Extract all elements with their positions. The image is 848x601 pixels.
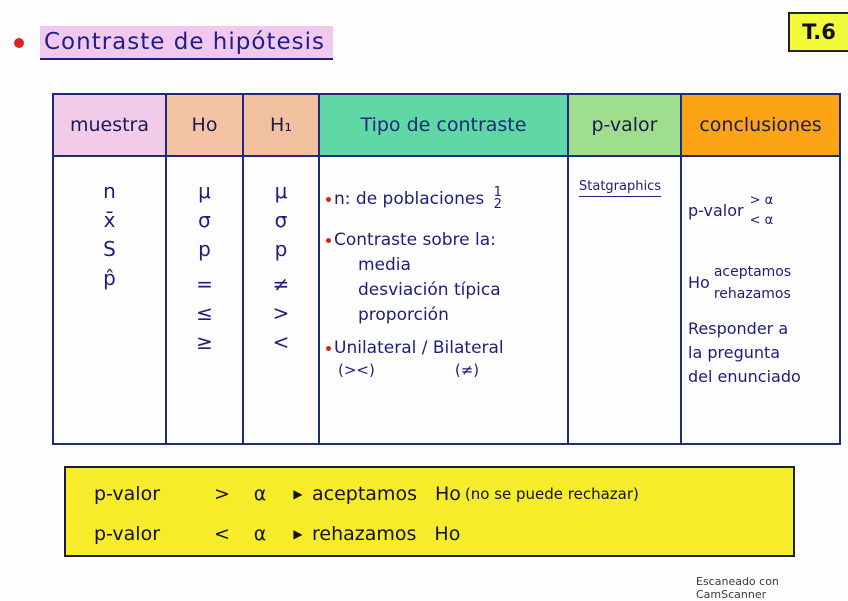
p-valor-cell: Statgraphics xyxy=(567,155,682,445)
page-title: Contraste de hipótesis xyxy=(40,26,333,60)
bullet-icon xyxy=(326,197,331,202)
header-muestra: muestra xyxy=(52,93,167,157)
lateralidad-signs: (><) (≠) xyxy=(338,361,480,379)
rule-row-accept: p-valor > α ▶ aceptamos Ho (no se puede … xyxy=(94,483,639,505)
param-p: p xyxy=(274,237,288,261)
param-mu: μ xyxy=(274,179,288,203)
arrow-right-icon: ▶ xyxy=(293,527,303,541)
contraste-desviacion: desviación típica xyxy=(358,280,501,300)
bullet-icon xyxy=(326,238,331,243)
symbol-s: S xyxy=(103,237,116,261)
header-p-valor: p-valor xyxy=(567,93,682,157)
param-mu: μ xyxy=(198,179,211,203)
brace-options: 1 2 xyxy=(493,185,502,212)
param-p: p xyxy=(198,237,211,261)
responder-note: Responder a la pregunta del enunciado xyxy=(688,319,801,386)
table-header-row: muestra Ho H₁ Tipo de contraste p-valor … xyxy=(52,93,841,157)
ho-decision: Ho aceptamos rehazamos xyxy=(688,264,792,302)
rule-row-reject: p-valor < α ▶ rehazamos Ho xyxy=(94,523,461,545)
contraste-media: media xyxy=(358,255,411,275)
h1-cell: μ σ p ≠ > < xyxy=(242,155,320,445)
statgraphics-label: Statgraphics xyxy=(579,179,661,197)
header-conclusiones: conclusiones xyxy=(680,93,841,157)
symbol-n: n xyxy=(103,179,116,203)
table-row: n x̄ S p̂ μ σ p = ≤ ≥ μ σ p ≠ > < xyxy=(52,155,841,445)
header-h1: H₁ xyxy=(242,93,320,157)
section-title: Contraste de hipótesis xyxy=(14,26,333,60)
sign-leq: ≤ xyxy=(196,301,213,325)
header-tipo-contraste: Tipo de contraste xyxy=(318,93,569,157)
header-ho: Ho xyxy=(165,93,244,157)
sign-equal: = xyxy=(196,272,213,296)
sign-neq: ≠ xyxy=(272,272,290,296)
ho-cell: μ σ p = ≤ ≥ xyxy=(165,155,244,445)
conclusiones-cell: p-valor > α < α Ho aceptamos rehazamos R… xyxy=(680,155,841,445)
sign-geq: ≥ xyxy=(196,330,213,354)
param-sigma: σ xyxy=(198,208,211,232)
pvalor-decision: p-valor > α < α xyxy=(688,193,774,228)
decision-rule-box: p-valor > α ▶ aceptamos Ho (no se puede … xyxy=(64,466,795,557)
tipo-contraste-cell: n: de poblaciones 1 2 Contraste sobre la… xyxy=(318,155,569,445)
symbol-xbar: x̄ xyxy=(103,208,116,232)
muestra-cell: n x̄ S p̂ xyxy=(52,155,167,445)
sign-gt: > xyxy=(272,301,290,325)
arrow-right-icon: ▶ xyxy=(293,487,303,501)
bullet-icon xyxy=(14,38,24,48)
poblaciones-item: n: de poblaciones 1 2 xyxy=(326,185,561,212)
contraste-sobre-item: Contraste sobre la: xyxy=(326,228,561,253)
scanner-watermark: Escaneado con CamScanner xyxy=(696,575,779,601)
symbol-phat: p̂ xyxy=(103,266,116,290)
param-sigma: σ xyxy=(274,208,288,232)
topic-tag: T.6 xyxy=(788,12,848,52)
bullet-icon xyxy=(326,346,331,351)
contraste-proporcion: proporción xyxy=(358,305,449,325)
sign-lt: < xyxy=(272,330,290,354)
lateralidad-item: Unilateral / Bilateral xyxy=(326,336,561,361)
hypothesis-table: muestra Ho H₁ Tipo de contraste p-valor … xyxy=(52,93,841,445)
